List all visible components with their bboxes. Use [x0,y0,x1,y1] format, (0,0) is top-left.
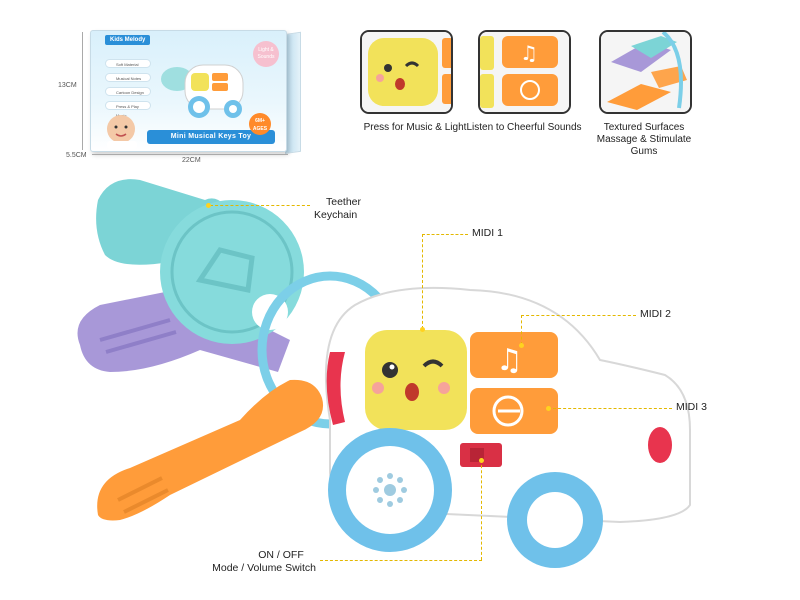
callout-dot [479,458,484,463]
callout-midi3-label: MIDI 3 [676,401,707,413]
callout-switch-label: ON / OFF Mode / Volume Switch [206,549,316,575]
feature-label-light: Press for Music & Light [363,122,467,133]
dimension-line-width [92,154,288,155]
box-feature-item: Press & Play Music [105,101,151,118]
box-brand-label: Kids Melody [105,35,151,45]
box-toy-illustration [161,64,244,118]
callout-midi1-label: MIDI 1 [472,227,503,239]
box-feature-item: Cartoon Design [105,87,151,96]
svg-text:♫: ♫ [520,41,538,65]
box-feature-item: Musical Notes [105,73,151,82]
callout-dot [420,327,425,332]
callout-midi2-label: MIDI 2 [640,308,671,320]
dimension-line-height [82,32,83,150]
music-buttons-closeup: ♫ [480,32,569,112]
musical-keys-toy: ♫ [77,179,691,568]
box-side-panel [285,31,301,155]
box-dimension-height: 13CM [58,82,77,89]
feature-label-textured: Textured Surfaces Massage & Stimulate Gu… [596,122,692,157]
box-age-badge: 6M+ AGES [249,113,271,135]
purple-key [77,289,290,372]
callout-line-midi2-h [521,315,636,316]
callout-teether-line1: Teether [326,196,362,208]
box-feature-item: Soft Material [105,59,151,68]
feature-label-sounds: Listen to Cheerful Sounds [466,122,582,133]
box-title-banner: Mini Musical Keys Toy [147,130,275,144]
box-light-sounds-badge: Light & Sounds [253,41,279,67]
callout-line-teether [210,205,310,206]
svg-text:♫: ♫ [496,343,523,378]
orange-key [97,379,324,521]
box-baby-photo [107,115,137,149]
callout-dot [546,406,551,411]
textured-keys-closeup [601,32,690,112]
box-front-panel: Kids Melody Light & Sounds Soft Material… [90,30,287,152]
callout-line-midi2 [521,315,522,345]
face-button-closeup [362,32,451,112]
callout-line-midi1 [422,234,423,329]
box-dimension-depth: 5.5CM [66,152,87,159]
face-button [365,330,467,430]
callout-teether-label: Teether Keychain [314,196,361,222]
callout-line-midi1-h [422,234,468,235]
music-note-button [470,332,558,378]
box-dimension-width: 22CM [182,157,201,164]
feature-thumbnail-sounds: ♫ [478,30,571,114]
callout-dot [519,343,524,348]
front-wheel-speaker [328,428,452,552]
callout-line-switch [481,460,482,560]
callout-line-midi3 [548,408,672,409]
callout-teether-line2: Keychain [314,209,358,221]
feature-thumbnail-textured [599,30,692,114]
callout-switch-line1: ON / OFF [258,549,304,561]
callout-line-switch-h [320,560,482,561]
feature-thumbnail-light [360,30,453,114]
callout-switch-line2: Mode / Volume Switch [212,562,316,574]
rear-wheel [507,472,603,568]
callout-dot [206,203,211,208]
